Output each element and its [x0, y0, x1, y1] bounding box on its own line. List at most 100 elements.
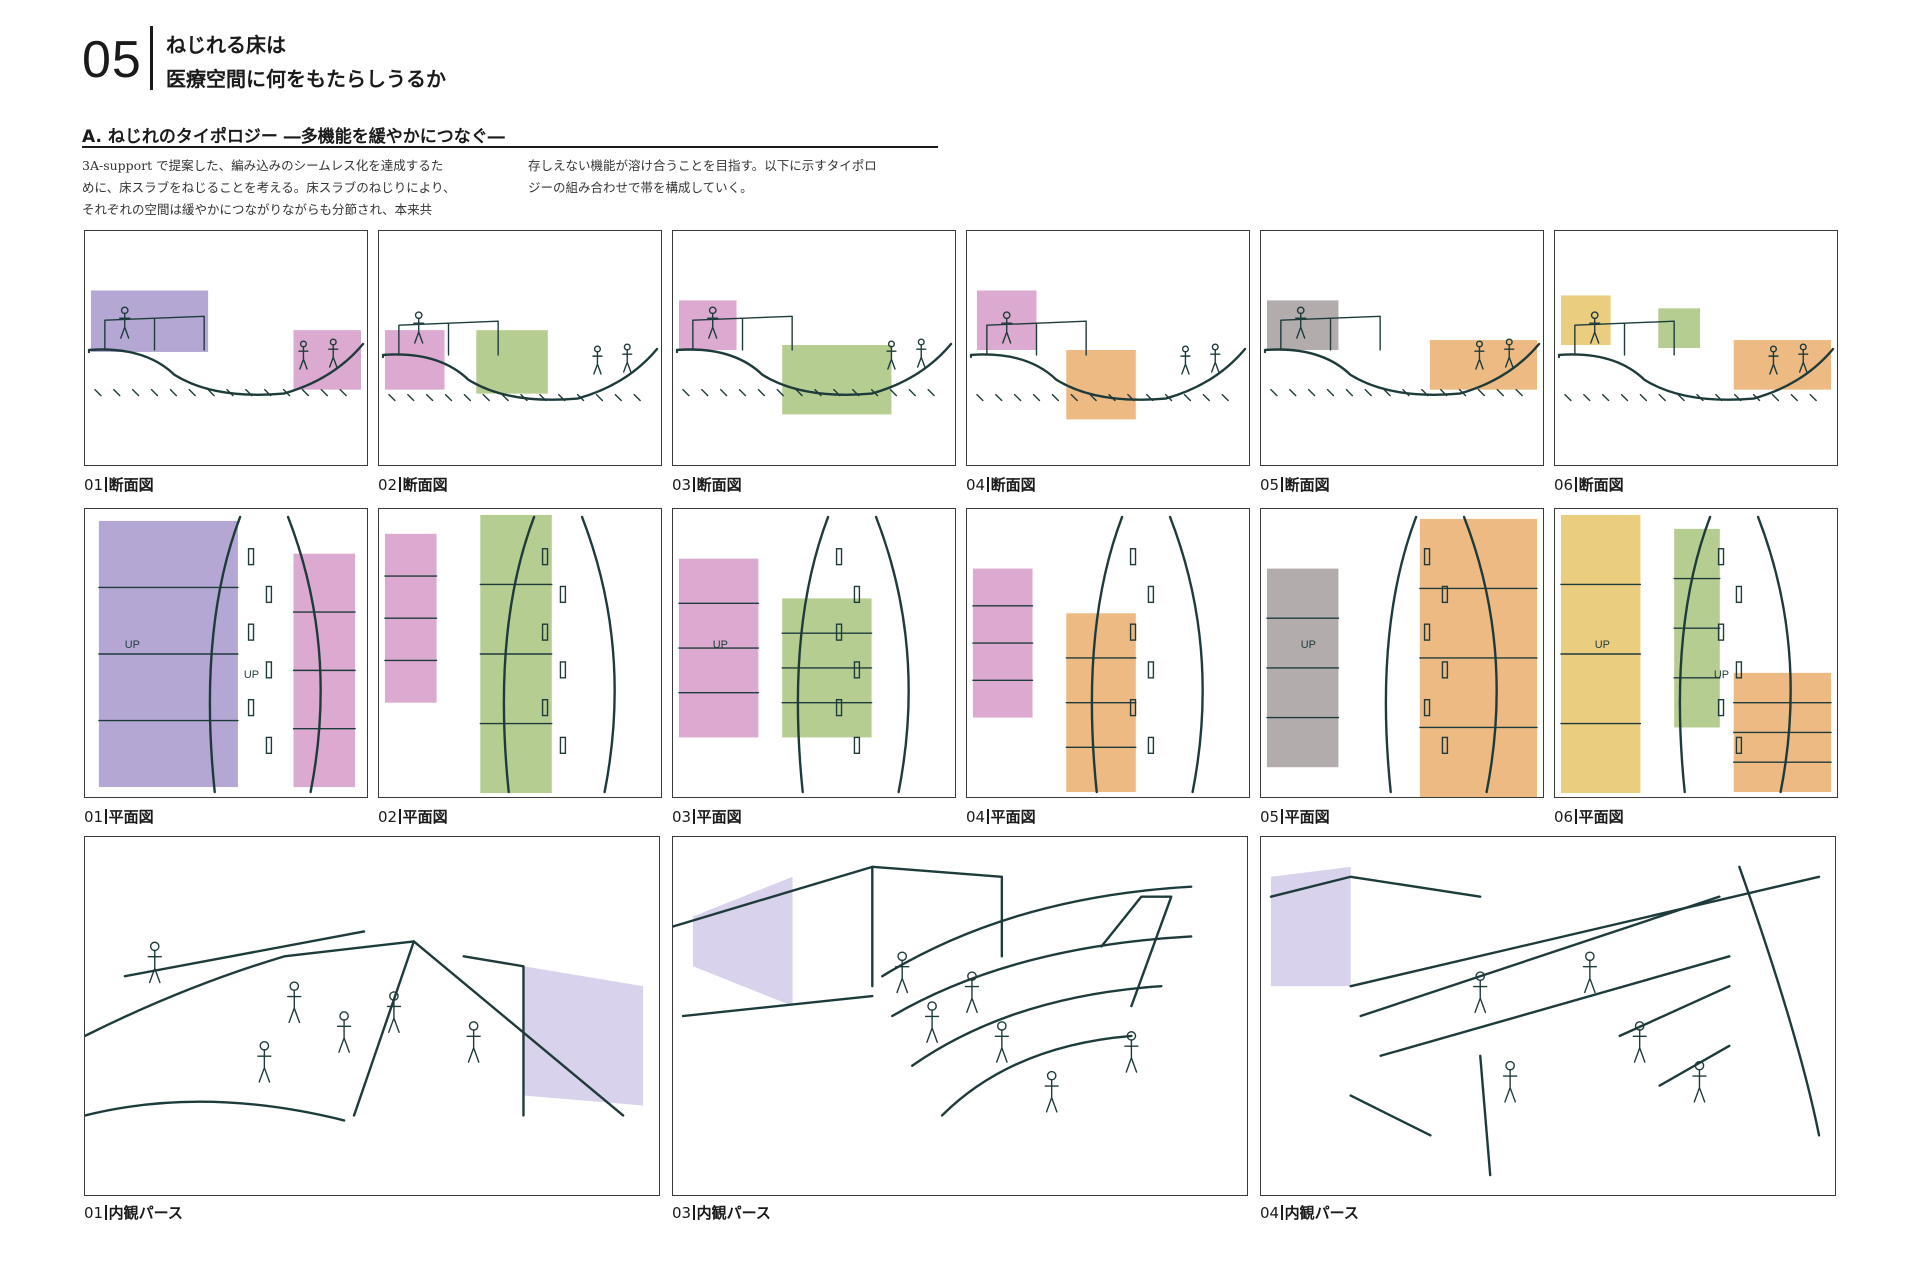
ground-hatch	[131, 388, 140, 397]
sketch-drawing	[85, 930, 644, 1122]
caption-separator	[693, 1205, 695, 1220]
intro-text-left: 3A-support で提案した、編み込みのシームレス化を達成するた めに、床ス…	[82, 155, 502, 221]
figure-body	[1473, 979, 1488, 1014]
perspective-line	[1349, 875, 1821, 988]
slab-edge	[1678, 515, 1712, 794]
plan-sketch-04	[966, 508, 1250, 798]
window-mark	[247, 548, 255, 566]
figure-head	[927, 1001, 937, 1011]
ground-hatch	[1809, 393, 1817, 402]
caption-label: 平面図	[108, 808, 154, 826]
ground-hatch	[245, 388, 253, 397]
sketch-drawing	[675, 300, 953, 415]
twisted-slab	[969, 347, 1247, 401]
perspective-line	[1379, 955, 1731, 1057]
ground-hatch	[1639, 393, 1648, 402]
ground-hatch	[1620, 393, 1629, 402]
sketch-drawing: UP	[678, 515, 910, 794]
window-mark	[835, 623, 843, 641]
plan-sketch-03: UP	[672, 508, 956, 798]
caption-number: 02	[378, 808, 398, 826]
window-mark	[1129, 623, 1137, 641]
ground-hatch	[1032, 393, 1041, 402]
wall-tint	[692, 876, 793, 1007]
ground-hatch	[339, 388, 347, 397]
slab-edge	[502, 515, 536, 794]
figure-body	[328, 344, 339, 368]
window-mark	[1423, 548, 1431, 566]
slab-edge	[874, 515, 910, 794]
ground-hatch	[719, 388, 728, 397]
window-mark	[559, 585, 567, 604]
railing	[692, 315, 793, 351]
perspective-line	[1618, 984, 1731, 1087]
caption-separator	[399, 809, 401, 824]
sketch-drawing	[1269, 865, 1821, 1177]
window-mark	[541, 623, 549, 641]
perspective-line	[910, 984, 1163, 1067]
sketch-drawing	[381, 311, 659, 402]
perspective-sketch-04	[1260, 836, 1836, 1196]
ground-hatch	[1734, 393, 1742, 402]
section-sketch-04	[966, 230, 1250, 466]
caption-label: 断面図	[1578, 476, 1624, 494]
perspective-line	[1738, 865, 1821, 1137]
perspective-line	[1100, 895, 1173, 1008]
caption-separator	[1575, 477, 1577, 492]
intro-line: めに、床スラブをねじることを考える。床スラブのねじりにより、	[82, 180, 456, 195]
figure-body	[994, 1029, 1010, 1063]
slab-edge	[1384, 515, 1418, 794]
ground-hatch	[1496, 388, 1504, 397]
caption-label: 断面図	[108, 476, 154, 494]
figure-body	[1589, 317, 1601, 344]
figure-body	[298, 346, 309, 370]
window-mark	[541, 548, 549, 566]
caption-number: 01	[84, 808, 104, 826]
railing	[1280, 315, 1381, 351]
figure-body	[1124, 1039, 1139, 1073]
figure-body	[895, 959, 910, 994]
ground-hatch	[1402, 388, 1410, 397]
ground-hatch	[995, 393, 1003, 402]
program-zone	[1429, 340, 1538, 390]
figure-body	[592, 350, 603, 375]
window-mark	[1147, 736, 1155, 754]
program-zone	[293, 330, 362, 390]
caption-label: 平面図	[696, 808, 742, 826]
window-mark	[1717, 548, 1725, 566]
figure-body	[1768, 350, 1779, 375]
figure-body	[622, 348, 633, 373]
sketch-drawing: UP	[1266, 515, 1538, 797]
up-annotation: UP	[713, 639, 728, 651]
caption-separator	[987, 809, 989, 824]
window-mark	[559, 736, 567, 754]
chapter-title: ねじれる床は 医療空間に何をもたらしうるか	[166, 28, 446, 96]
ground-hatch	[701, 388, 709, 397]
ground-hatch	[1601, 393, 1610, 402]
ground-hatch	[927, 388, 935, 397]
window-mark	[1441, 736, 1449, 754]
caption-label: 内観パース	[1284, 1204, 1359, 1222]
caption-label: 平面図	[1284, 808, 1330, 826]
caption-number: 03	[672, 808, 692, 826]
window-mark	[853, 736, 861, 754]
window-mark	[1735, 661, 1743, 679]
figure-body	[1692, 1068, 1707, 1103]
caption-number: 06	[1554, 476, 1574, 494]
figure-head	[997, 1021, 1007, 1031]
figure-body	[257, 1049, 272, 1083]
caption-number: 04	[966, 476, 986, 494]
window-mark	[1735, 585, 1743, 604]
plan-sketch-05: UP	[1260, 508, 1544, 798]
ground-hatch	[1164, 393, 1173, 402]
slab-edge	[1168, 515, 1204, 794]
